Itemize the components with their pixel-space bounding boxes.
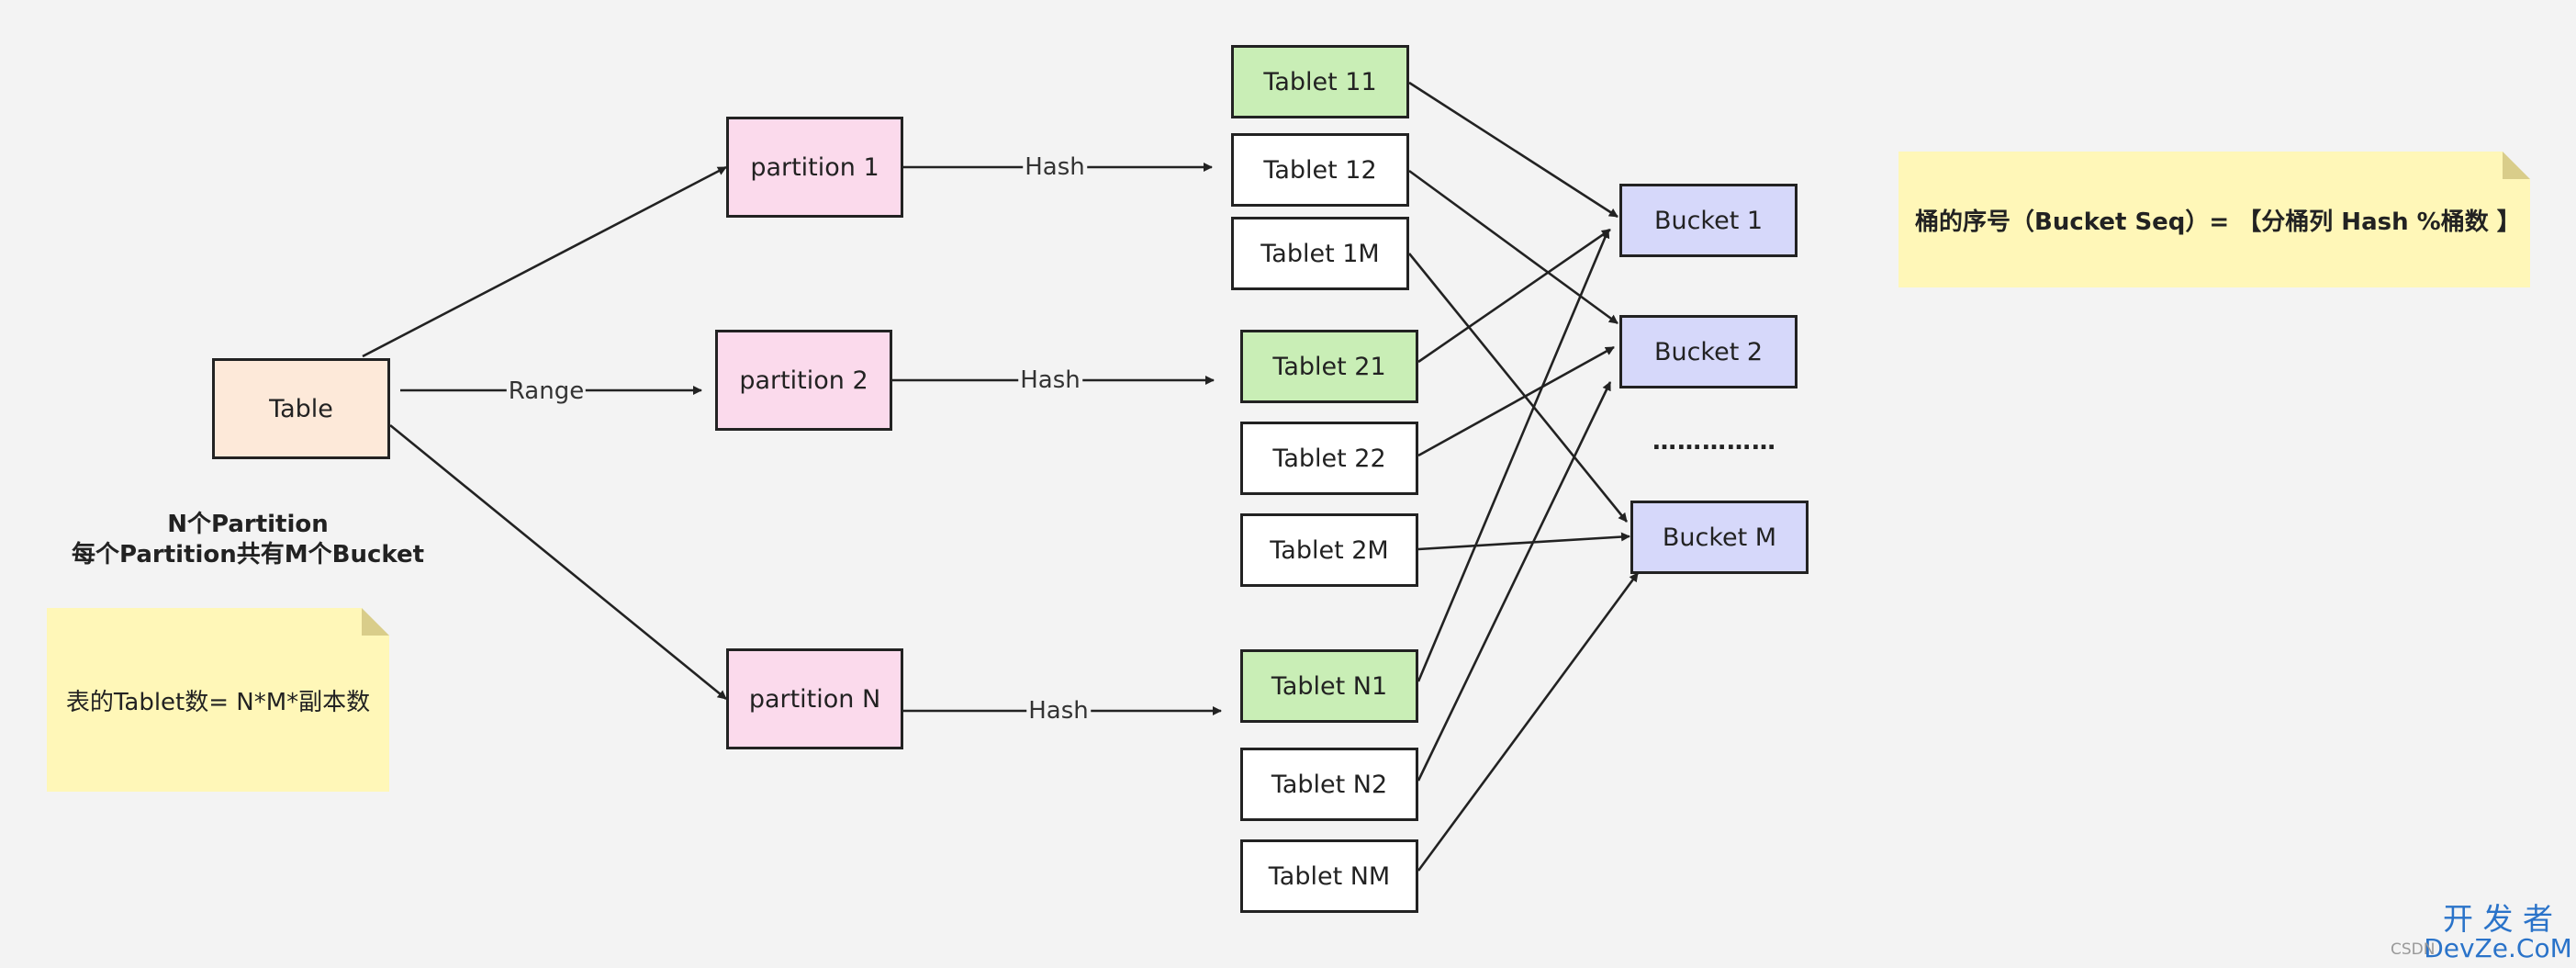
partition-node-1[interactable]: partition 1 <box>726 117 903 218</box>
bucket-node-2[interactable]: Bucket 2 <box>1619 315 1798 388</box>
tablet-node-21[interactable]: Tablet 21 <box>1240 330 1418 403</box>
tablet-label: Tablet N2 <box>1271 770 1388 799</box>
bucket-label: Bucket 2 <box>1653 337 1764 366</box>
bucket-node-1[interactable]: Bucket 1 <box>1619 184 1798 257</box>
tablet-node-22[interactable]: Tablet 22 <box>1240 422 1418 495</box>
edge-table-to-partition-n <box>389 423 727 701</box>
watermark-small: CSDN <box>2391 940 2436 959</box>
bucket-label: Bucket 1 <box>1653 206 1764 235</box>
watermark-cn: 开 发 者 <box>2443 901 2553 937</box>
note-tablet-count: 表的Tablet数= N*M*副本数 <box>47 608 389 792</box>
edge-tablet-n2-to-bucket-2 <box>1417 381 1612 782</box>
edge-label-hash-n: Hash <box>1026 697 1091 725</box>
tablet-node-11[interactable]: Tablet 11 <box>1231 45 1409 118</box>
edge-tablet-2m-to-bucket-m <box>1417 532 1630 551</box>
note-fold-icon <box>2503 152 2530 179</box>
watermark-en: DevZe.CoM <box>2424 933 2572 963</box>
edge-tablet-n1-to-bucket-1 <box>1417 229 1610 682</box>
edge-label-range: Range <box>506 377 587 405</box>
partition-node-n[interactable]: partition N <box>726 648 903 749</box>
note-fold-icon <box>362 608 389 636</box>
tablet-label: Tablet 1M <box>1260 239 1380 268</box>
edge-label-hash-2: Hash <box>1018 366 1082 394</box>
note-bucket-seq: 桶的序号（Bucket Seq）= 【分桶列 Hash %桶数 】 <box>1898 152 2530 287</box>
table-node-label: Table <box>269 394 333 423</box>
edge-tablet-21-to-bucket-1 <box>1417 228 1611 364</box>
tablet-node-1m[interactable]: Tablet 1M <box>1231 217 1409 290</box>
tablet-label: Tablet NM <box>1268 861 1391 891</box>
note-tablet-count-text: 表的Tablet数= N*M*副本数 <box>65 688 371 716</box>
tablet-node-12[interactable]: Tablet 12 <box>1231 133 1409 207</box>
tablet-label: Tablet 12 <box>1263 155 1377 185</box>
partition-label: partition 1 <box>750 152 879 182</box>
tablet-node-2m[interactable]: Tablet 2M <box>1240 513 1418 587</box>
tablet-label: Tablet N1 <box>1271 671 1388 701</box>
edge-tablet-11-to-bucket-1 <box>1408 81 1618 219</box>
tablet-label: Tablet 11 <box>1263 67 1377 96</box>
edge-tablet-12-to-bucket-2 <box>1408 169 1618 325</box>
bucket-node-m[interactable]: Bucket M <box>1630 501 1809 574</box>
tablet-label: Tablet 21 <box>1272 352 1386 381</box>
watermark-logo: 开 发 者 DevZe.CoM <box>2420 904 2576 962</box>
edge-tablet-22-to-bucket-2 <box>1417 345 1615 457</box>
note-bucket-seq-text: 桶的序号（Bucket Seq）= 【分桶列 Hash %桶数 】 <box>1915 208 2521 236</box>
edge-table-to-partition-1 <box>362 165 727 358</box>
tablet-label: Tablet 22 <box>1272 444 1386 473</box>
tablet-node-nm[interactable]: Tablet NM <box>1240 839 1418 913</box>
tablet-label: Tablet 2M <box>1270 535 1389 565</box>
partition-caption: N个Partition 每个Partition共有M个Bucket <box>55 510 441 570</box>
caption-line-2: 每个Partition共有M个Bucket <box>71 541 425 568</box>
table-node[interactable]: Table <box>212 358 390 459</box>
edge-tablet-nm-to-bucket-m <box>1417 572 1640 872</box>
bucket-label: Bucket M <box>1662 523 1777 552</box>
partition-node-2[interactable]: partition 2 <box>715 330 892 431</box>
partition-label: partition 2 <box>739 366 868 395</box>
partition-label: partition N <box>748 684 881 714</box>
tablet-node-n1[interactable]: Tablet N1 <box>1240 649 1418 723</box>
edge-label-hash-1: Hash <box>1023 153 1087 181</box>
tablet-node-n2[interactable]: Tablet N2 <box>1240 748 1418 821</box>
edge-tablet-1m-to-bucket-m <box>1407 253 1629 523</box>
caption-line-1: N个Partition <box>167 511 329 538</box>
bucket-ellipsis: …………… <box>1652 428 1776 456</box>
